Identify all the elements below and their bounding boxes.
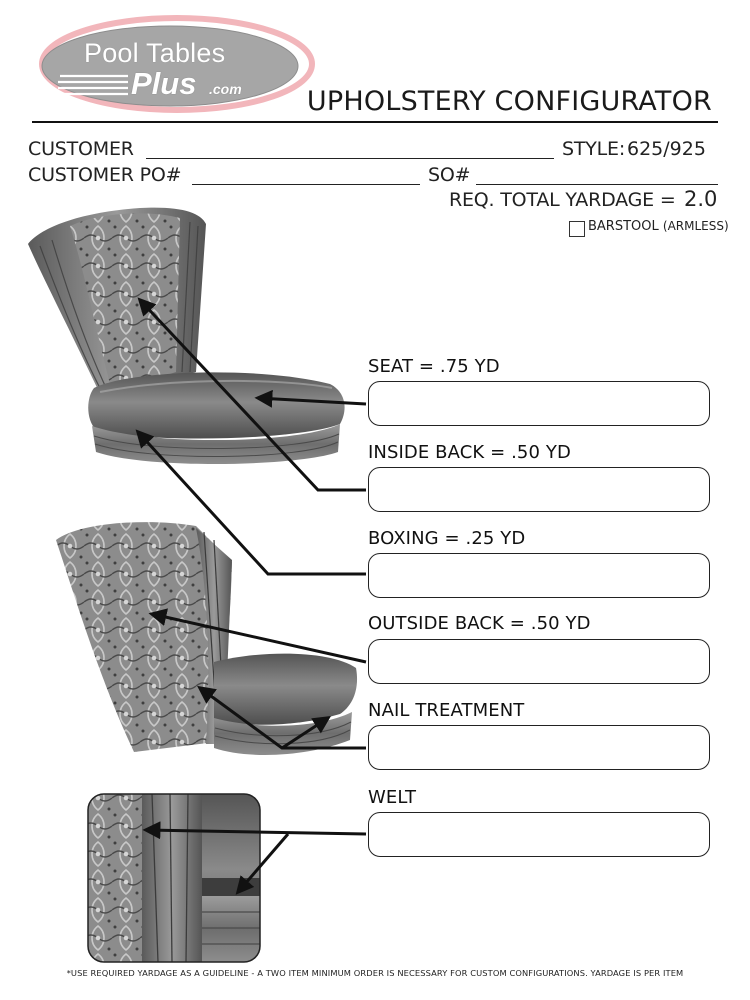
seat-label: SEAT = .75 YD: [368, 356, 500, 377]
pool-tables-plus-logo: [39, 15, 315, 113]
barstool-checkbox[interactable]: [569, 221, 585, 237]
page-title: UPHOLSTERY CONFIGURATOR: [306, 86, 712, 117]
logo-text-pool-tables: Pool Tables: [84, 38, 226, 68]
barstool-label: BARSTOOL (ARMLESS): [588, 219, 729, 234]
yardage-value: 2.0: [684, 187, 718, 211]
welt-input[interactable]: [368, 812, 710, 857]
footnote: *USE REQUIRED YARDAGE AS A GUIDELINE - A…: [66, 968, 684, 978]
so-label: SO#: [428, 164, 471, 186]
logo-text-dotcom: .com: [209, 81, 242, 97]
barstool-label-text: BARSTOOL: [588, 219, 659, 234]
boxing-input[interactable]: [368, 553, 710, 598]
inside-back-input[interactable]: [368, 467, 710, 512]
logo-text-plus: Plus: [131, 66, 197, 101]
so-field[interactable]: [476, 184, 718, 185]
outside-back-input[interactable]: [368, 639, 710, 684]
outside-back-label: OUTSIDE BACK = .50 YD: [368, 613, 591, 634]
yardage-label: REQ. TOTAL YARDAGE =: [449, 189, 676, 211]
style-label: STYLE:: [562, 138, 626, 160]
boxing-label: BOXING = .25 YD: [368, 528, 526, 549]
title-divider: [32, 121, 718, 123]
nail-treatment-label: NAIL TREATMENT: [368, 700, 525, 721]
barstool-note: (ARMLESS): [662, 219, 729, 233]
chair-rear-view: [56, 522, 358, 755]
chair-front-view: [28, 207, 345, 465]
seat-input[interactable]: [368, 381, 710, 426]
pointer-arrows: [135, 297, 367, 895]
nail-treatment-input[interactable]: [368, 725, 710, 770]
welt-detail-photo: [88, 794, 260, 962]
customer-field[interactable]: [146, 158, 554, 159]
customer-label: CUSTOMER: [28, 138, 134, 160]
inside-back-label: INSIDE BACK = .50 YD: [368, 442, 571, 463]
style-value: 625/925: [627, 138, 706, 160]
welt-label: WELT: [368, 787, 417, 808]
customer-po-label: CUSTOMER PO#: [28, 164, 182, 186]
customer-po-field[interactable]: [192, 184, 420, 185]
